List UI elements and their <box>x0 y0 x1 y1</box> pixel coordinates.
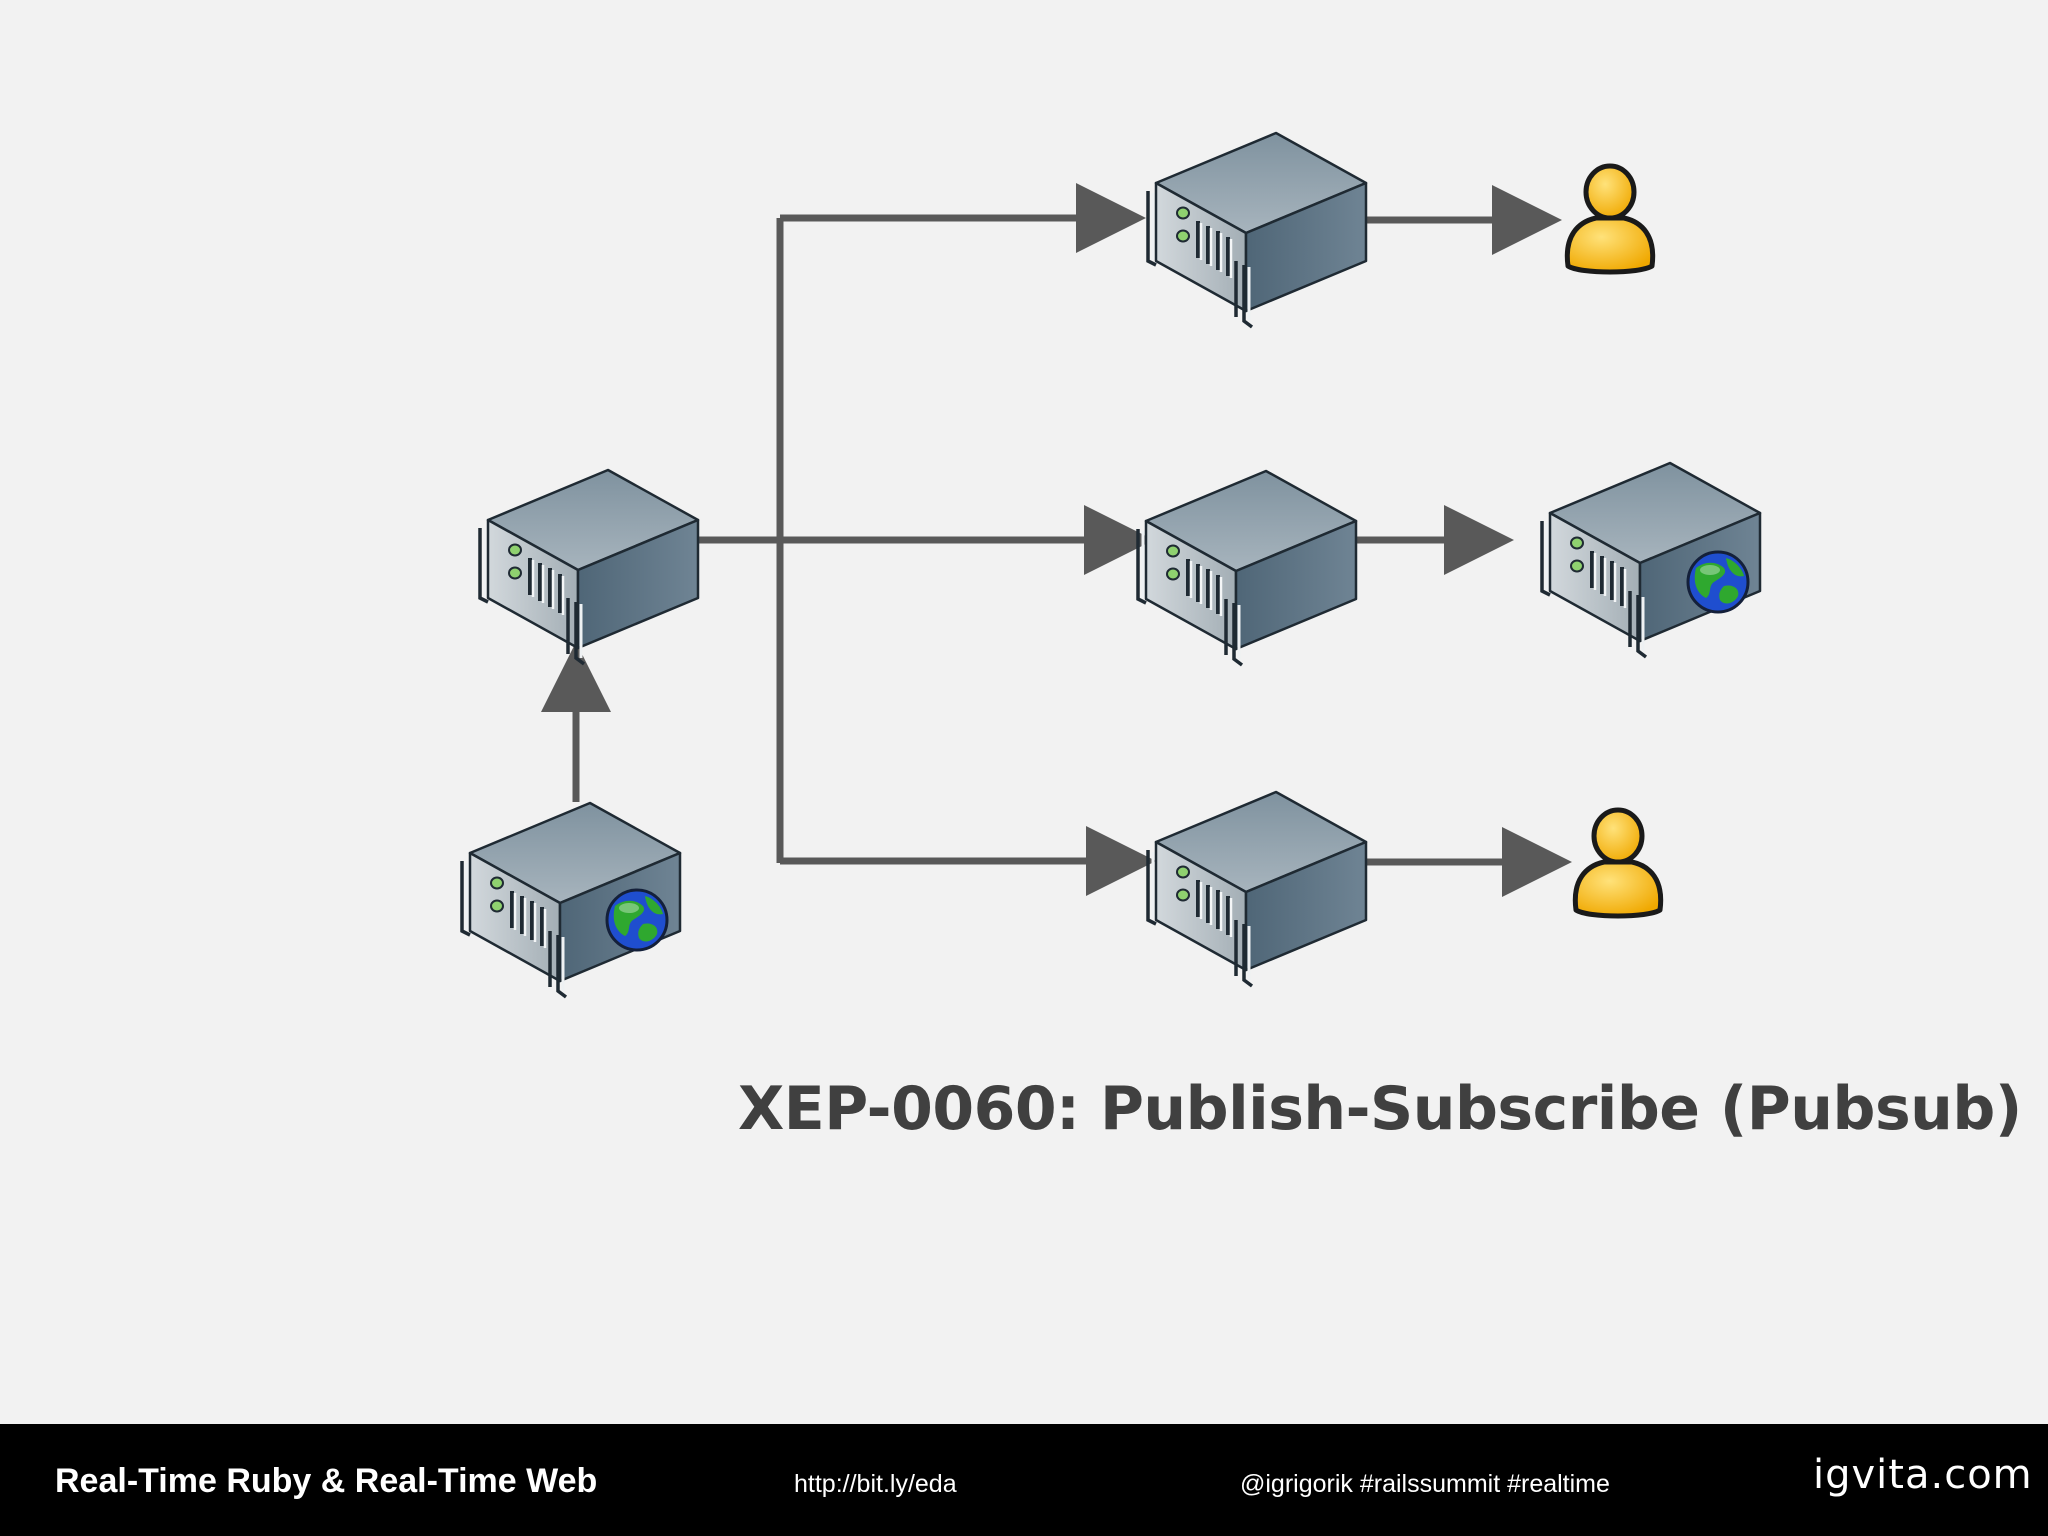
bottom-subscriber-user-icon <box>1575 810 1660 916</box>
middle-relay-server-icon <box>1136 469 1358 667</box>
footer-brand-logo: igvita.com <box>1813 1452 2033 1498</box>
slide-title: XEP-0060: Publish-Subscribe (Pubsub) <box>738 1074 2022 1144</box>
top-relay-server-icon <box>1146 131 1368 329</box>
pubsub-hub-server-icon <box>478 468 700 666</box>
footer-hashtags: @igrigorik #railssummit #realtime <box>1240 1470 1610 1498</box>
globe-icon <box>1686 550 1750 614</box>
footer-bar: Real-Time Ruby & Real-Time Web http://bi… <box>0 1424 2048 1536</box>
globe-icon <box>605 888 669 952</box>
footer-link[interactable]: http://bit.ly/eda <box>794 1470 957 1498</box>
bottom-relay-server-icon <box>1146 790 1368 988</box>
footer-talk-title: Real-Time Ruby & Real-Time Web <box>55 1462 598 1500</box>
top-subscriber-user-icon <box>1567 166 1652 272</box>
connectors <box>541 183 1572 897</box>
